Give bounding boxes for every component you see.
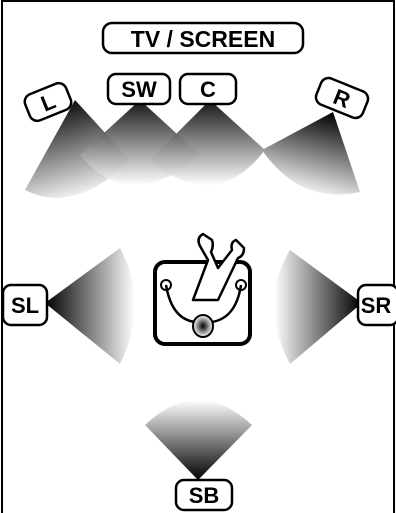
speaker-surround-right-label: SR [361, 293, 392, 318]
surround-left-cone [45, 248, 135, 364]
speaker-right-badge: R [314, 76, 370, 120]
speaker-left-badge: L [23, 81, 73, 123]
speaker-center-label: C [200, 77, 216, 102]
tv-screen-label: TV / SCREEN [101, 21, 305, 55]
right-speaker-cone [262, 112, 360, 195]
center-speaker-cone [150, 100, 265, 186]
speaker-subwoofer-label: SW [121, 77, 157, 102]
speaker-surround-right-badge: SR [356, 283, 396, 327]
speaker-surround-back-badge: SB [174, 478, 234, 512]
speaker-surround-back-label: SB [189, 483, 220, 508]
speaker-surround-left-label: SL [11, 293, 39, 318]
speaker-center-badge: C [178, 72, 238, 106]
speaker-surround-left-badge: SL [1, 283, 49, 327]
surround-right-cone [274, 250, 362, 364]
speaker-subwoofer-badge: SW [106, 72, 172, 106]
surround-back-cone [145, 400, 252, 480]
listener-chair-icon [153, 232, 252, 346]
tv-screen-text: TV / SCREEN [131, 26, 275, 52]
